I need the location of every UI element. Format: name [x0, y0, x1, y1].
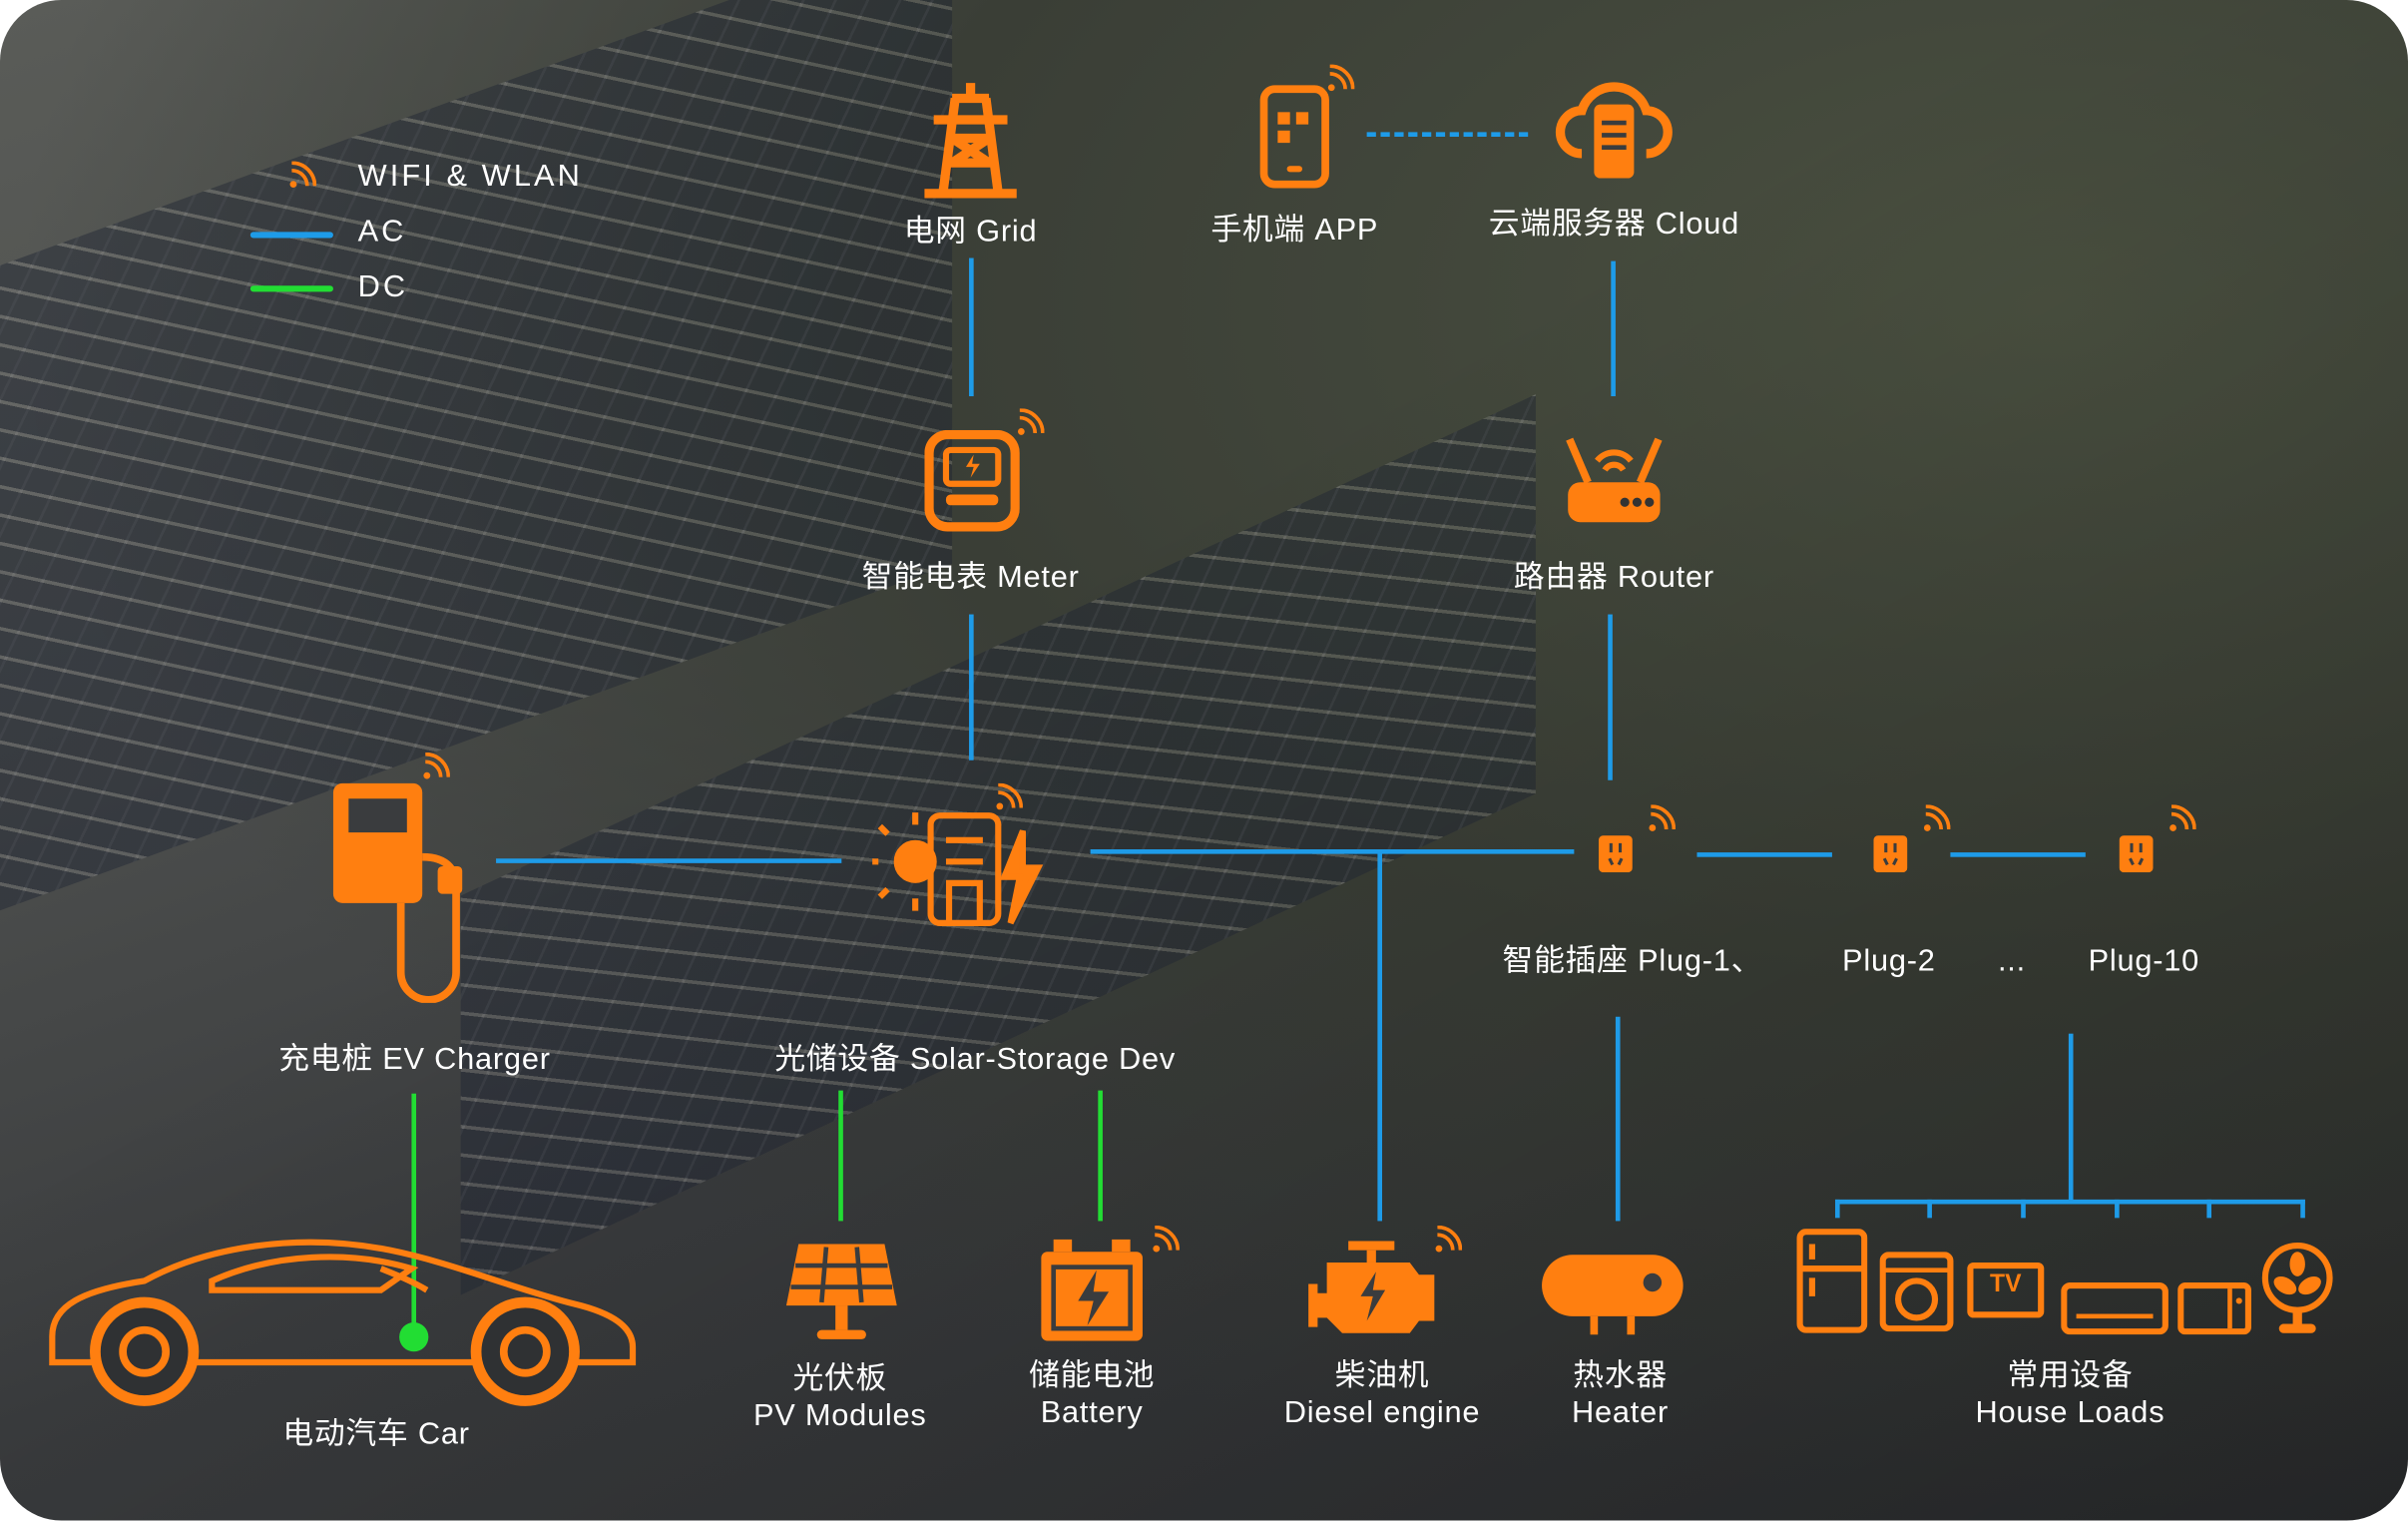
wifi-icon: [1649, 804, 1676, 831]
wifi-icon: [1017, 408, 1045, 435]
wifi-icon: [1923, 804, 1951, 831]
wifi-icon: [289, 161, 317, 189]
app-label: 手机端 APP: [1210, 213, 1379, 248]
ev-charger-icon: [332, 782, 463, 1003]
cloud-server-icon: [1555, 82, 1673, 179]
line-cloud-router: [1611, 260, 1616, 397]
wifi-icon: [996, 782, 1023, 810]
loads-label-cn: 常用设备: [2007, 1358, 2134, 1393]
plug10-label: Plug-10: [2088, 944, 2200, 979]
fan-icon: [2261, 1242, 2333, 1333]
electric-car-icon: [49, 1239, 637, 1406]
ac-tick: [1834, 1199, 1840, 1219]
smart-plug-icon[interactable]: [1873, 835, 1908, 873]
car-label: 电动汽车 Car: [282, 1417, 470, 1452]
diesel-label-cn: 柴油机: [1334, 1358, 1430, 1393]
plug-ellipsis: ...: [1997, 944, 2026, 979]
ev-charger-label: 充电桩 EV Charger: [278, 1042, 551, 1077]
ac-line-diesel: [1377, 852, 1383, 1222]
ac-line-ev-solar: [496, 858, 842, 863]
line-router-plugs: [1608, 614, 1613, 780]
wifi-icon: [1327, 64, 1355, 92]
wifi-icon: [423, 753, 450, 779]
legend-dc-line: [249, 285, 333, 292]
ac-line-solar-plug1: [1090, 849, 1575, 854]
cloud-label: 云端服务器 Cloud: [1488, 207, 1740, 242]
smart-meter-icon: [924, 429, 1020, 532]
ac-line-heater: [1615, 1016, 1621, 1222]
ac-tick: [1927, 1199, 1932, 1219]
wifi-icon: [1435, 1226, 1463, 1253]
ac-line-plug1-plug2: [1696, 852, 1832, 857]
tv-icon-text: TV: [1990, 1271, 2022, 1298]
ac-line-grid-meter: [969, 257, 974, 397]
legend-dc-label: DC: [357, 269, 409, 304]
wifi-icon: [1153, 1226, 1180, 1253]
smart-plug-icon[interactable]: [1598, 835, 1633, 873]
ac-tick: [2300, 1199, 2305, 1219]
diesel-label-en: Diesel engine: [1283, 1395, 1481, 1430]
heater-label-cn: 热水器: [1573, 1358, 1668, 1393]
ac-line-plug2-plug10: [1950, 852, 2086, 857]
ac-line-loads: [2068, 1033, 2074, 1203]
meter-label: 智能电表 Meter: [861, 560, 1080, 595]
wifi-icon: [2169, 804, 2196, 831]
grid-label: 电网 Grid: [903, 215, 1038, 250]
battery-label-cn: 储能电池: [1029, 1358, 1156, 1393]
pv-label-cn: 光伏板: [792, 1362, 888, 1396]
router-icon: [1566, 437, 1663, 523]
pv-label-en: PV Modules: [752, 1398, 927, 1433]
smartphone-app-icon: [1259, 85, 1329, 189]
legend-ac-label: AC: [357, 215, 407, 250]
plug1-label: 智能插座 Plug-1、: [1502, 944, 1763, 979]
car-charge-port-dot: [399, 1321, 429, 1352]
dc-line-pv: [838, 1090, 843, 1222]
ac-tick: [2115, 1199, 2120, 1219]
dc-line-battery: [1098, 1090, 1103, 1222]
dc-line-charger-car: [411, 1093, 417, 1336]
heater-label-en: Heater: [1572, 1395, 1670, 1430]
water-heater-icon: [1542, 1255, 1684, 1335]
plug2-label: Plug-2: [1842, 944, 1936, 979]
microwave-icon: [2177, 1281, 2252, 1335]
loads-label-en: House Loads: [1975, 1395, 2166, 1430]
ac-tick: [2021, 1199, 2026, 1219]
legend-ac-line: [249, 232, 333, 239]
ac-line-meter-solar: [969, 614, 974, 760]
ac-tick: [2206, 1199, 2212, 1219]
fridge-icon: [1796, 1229, 1868, 1333]
router-label: 路由器 Router: [1513, 560, 1714, 595]
air-conditioner-icon: [2061, 1281, 2168, 1335]
tv-icon: TV: [1967, 1262, 2045, 1318]
pv-module-icon: [785, 1244, 897, 1339]
solar-storage-label: 光储设备 Solar-Storage Dev: [774, 1042, 1177, 1077]
ac-bus-loads: [1834, 1199, 2305, 1205]
smart-plug-icon[interactable]: [2119, 835, 2154, 873]
solar-storage-icon: [872, 812, 1044, 926]
power-tower-icon: [924, 83, 1017, 199]
legend-wifi-label: WIFI & WLAN: [357, 160, 583, 194]
battery-icon: [1041, 1239, 1143, 1341]
battery-label-en: Battery: [1040, 1395, 1144, 1430]
diesel-engine-icon: [1308, 1241, 1435, 1333]
washing-machine-icon: [1879, 1252, 1954, 1332]
wifi-link-app-cloud: [1366, 132, 1529, 137]
